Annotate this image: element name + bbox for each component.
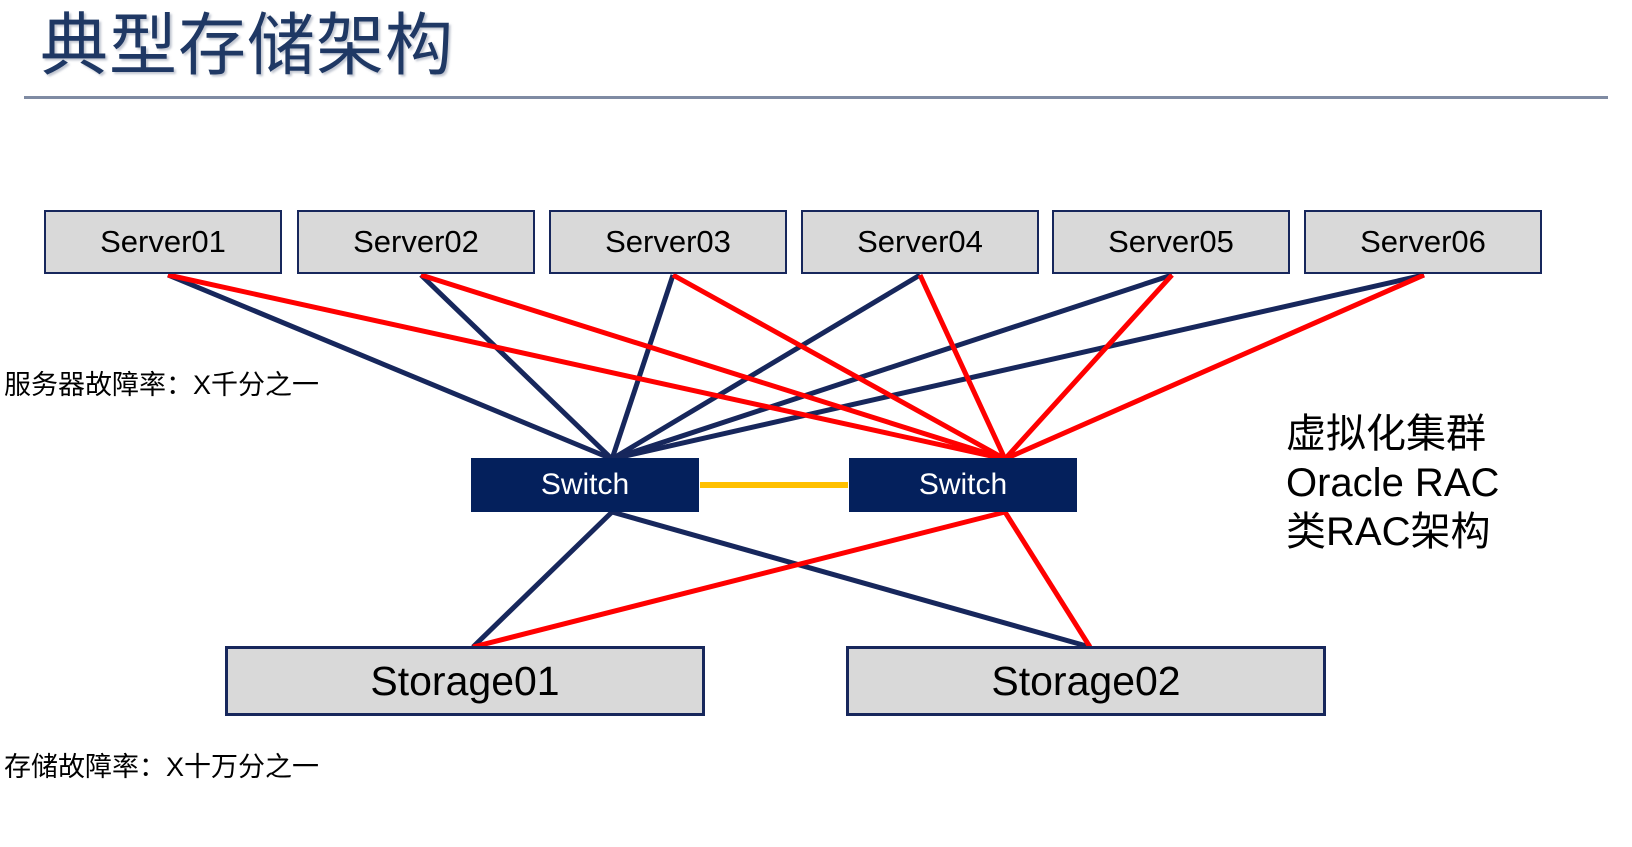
storage-failure-rate-note: 存储故障率：X十万分之一 — [4, 752, 320, 782]
cluster-note-line-3: 类RAC架构 — [1286, 510, 1491, 554]
link-server-5-to-switch-left — [611, 272, 1173, 462]
switch-node-label: Switch — [540, 468, 630, 501]
link-switch-right-to-storage-01 — [472, 509, 1006, 650]
links-switches-to-storage — [471, 509, 1093, 650]
server-node-label: Server04 — [857, 224, 983, 259]
server-node-label: Server01 — [100, 224, 226, 259]
storage-node-label: Storage02 — [991, 657, 1181, 704]
link-server-5-to-switch-right — [1003, 273, 1174, 461]
switch-node-left[interactable]: Switch — [471, 458, 699, 512]
storage-node-label: Storage01 — [370, 657, 560, 704]
server-node-label: Server02 — [353, 224, 479, 259]
link-switch-left-to-storage-02 — [611, 509, 1091, 650]
server-node-04[interactable]: Server04 — [801, 210, 1039, 274]
link-switch-right-to-storage-02 — [1002, 510, 1093, 649]
links-servers-to-right-switch — [167, 272, 1426, 462]
links-servers-to-left-switch — [167, 272, 1425, 462]
link-server-2-to-switch-left — [419, 273, 614, 461]
link-server-4-to-switch-left — [610, 272, 922, 462]
link-switch-left-to-storage-01 — [471, 510, 614, 649]
link-server-4-to-switch-right — [917, 273, 1008, 461]
server-failure-rate-note: 服务器故障率：X千分之一 — [4, 370, 320, 400]
link-server-1-to-switch-left — [167, 272, 613, 462]
switch-node-label: Switch — [918, 468, 1008, 501]
cluster-architecture-note: 虚拟化集群 Oracle RAC 类RAC架构 — [1286, 410, 1499, 557]
server-node-05[interactable]: Server05 — [1052, 210, 1290, 274]
link-server-6-to-switch-left — [611, 272, 1425, 462]
page-title: 典型存储架构 — [40, 8, 455, 84]
cluster-note-line-2: Oracle RAC — [1286, 461, 1500, 505]
server-node-label: Server06 — [1360, 224, 1486, 259]
title-divider — [24, 96, 1608, 99]
server-node-03[interactable]: Server03 — [549, 210, 787, 274]
link-server-3-to-switch-right — [671, 272, 1007, 462]
cluster-note-line-1: 虚拟化集群 — [1286, 412, 1486, 456]
link-server-3-to-switch-left — [609, 274, 676, 460]
server-node-06[interactable]: Server06 — [1304, 210, 1542, 274]
storage-node-02[interactable]: Storage02 — [846, 646, 1326, 716]
switch-node-right[interactable]: Switch — [849, 458, 1077, 512]
server-node-01[interactable]: Server01 — [44, 210, 282, 274]
server-node-02[interactable]: Server02 — [297, 210, 535, 274]
server-node-label: Server05 — [1108, 224, 1234, 259]
link-server-6-to-switch-right — [1003, 272, 1426, 462]
link-server-1-to-switch-right — [167, 272, 1006, 462]
storage-node-01[interactable]: Storage01 — [225, 646, 705, 716]
server-node-label: Server03 — [605, 224, 731, 259]
link-server-2-to-switch-right — [420, 272, 1006, 462]
